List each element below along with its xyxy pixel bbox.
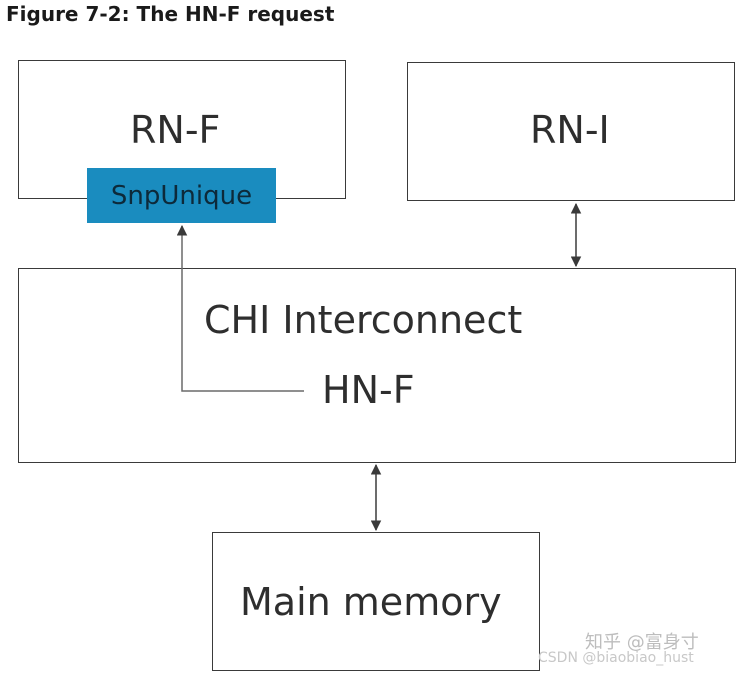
snp-unique-label: SnpUnique <box>110 180 253 211</box>
main-memory-box <box>212 532 540 671</box>
hn-f-label: HN-F <box>322 368 415 412</box>
rn-i-label: RN-I <box>530 108 610 152</box>
main-memory-label: Main memory <box>240 580 502 624</box>
rn-f-label: RN-F <box>130 108 221 152</box>
chi-interconnect-label: CHI Interconnect <box>204 298 523 342</box>
zhihu-watermark: 知乎 @富身寸 <box>585 632 699 653</box>
figure-title: Figure 7-2: The HN-F request <box>6 2 335 26</box>
snp-unique-tag: SnpUnique <box>87 168 276 223</box>
csdn-watermark: CSDN @biaobiao_hust <box>538 650 694 666</box>
rn-i-box <box>407 62 735 201</box>
chi-interconnect-box <box>18 268 736 463</box>
